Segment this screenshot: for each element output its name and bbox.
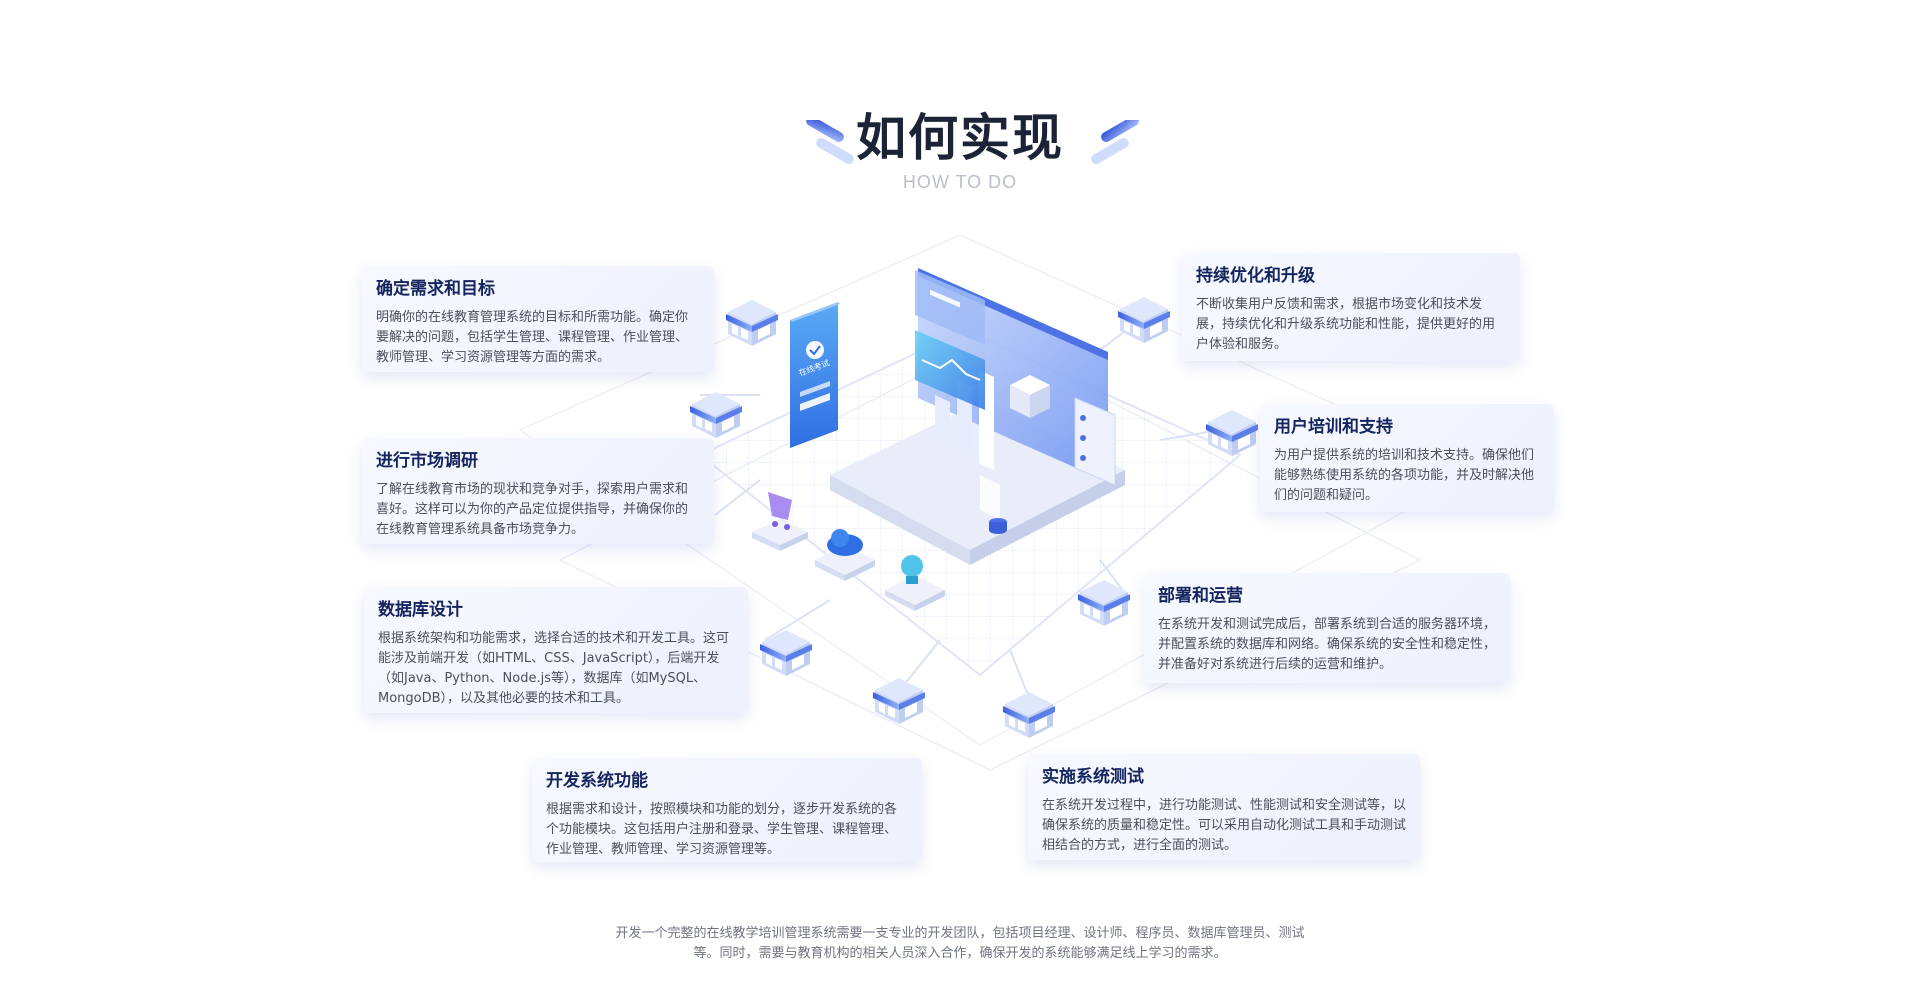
step-body: 不断收集用户反馈和需求，根据市场变化和技术发展，持续优化和升级系统功能和性能，提… [1196, 297, 1496, 352]
step-title: 持续优化和升级 [1196, 266, 1315, 286]
step-body: 根据系统架构和功能需求，选择合适的技术和开发工具。这可能涉及前端开发（如HTML… [378, 631, 730, 706]
footer-note: 开发一个完整的在线教学培训管理系统需要一支专业的开发团队，包括项目经理、设计师、… [615, 926, 1305, 961]
step-title: 实施系统测试 [1042, 767, 1144, 787]
step-card-optimize-upgrade: 持续优化和升级 不断收集用户反馈和需求，根据市场变化和技术发展，持续优化和升级系… [1182, 253, 1520, 361]
header: 如何实现 HOW TO DO [0, 108, 1920, 193]
step-body: 在系统开发和测试完成后，部署系统到合适的服务器环境，并配置系统的数据库和网络。确… [1158, 617, 1497, 672]
step-body: 了解在线教育市场的现状和竞争对手，探索用户需求和喜好。这样可以为你的产品定位提供… [376, 482, 689, 537]
page-subtitle: HOW TO DO [902, 172, 1018, 192]
left-slash-decoration [806, 120, 854, 164]
step-card-define-requirements: 确定需求和目标 明确你的在线教育管理系统的目标和所需功能。确定你要解决的问题，包… [362, 266, 714, 372]
page-title: 如何实现 [856, 109, 1064, 167]
step-title: 开发系统功能 [546, 771, 648, 791]
step-body: 明确你的在线教育管理系统的目标和所需功能。确定你要解决的问题，包括学生管理、课程… [376, 310, 689, 365]
right-slash-decoration [1091, 120, 1139, 164]
step-body: 为用户提供系统的培训和技术支持。确保他们能够熟练使用系统的各项功能，并及时解决他… [1274, 448, 1535, 503]
step-card-database-design: 数据库设计 根据系统架构和功能需求，选择合适的技术和开发工具。这可能涉及前端开发… [364, 587, 748, 713]
step-title: 确定需求和目标 [376, 279, 495, 299]
step-body: 根据需求和设计，按照模块和功能的划分，逐步开发系统的各个功能模块。这包括用户注册… [546, 802, 898, 857]
step-card-system-testing: 实施系统测试 在系统开发过程中，进行功能测试、性能测试和安全测试等，以确保系统的… [1028, 754, 1420, 860]
step-card-user-training: 用户培训和支持 为用户提供系统的培训和技术支持。确保他们能够熟练使用系统的各项功… [1260, 404, 1554, 512]
step-card-develop-functions: 开发系统功能 根据需求和设计，按照模块和功能的划分，逐步开发系统的各个功能模块。… [532, 758, 922, 862]
step-title: 数据库设计 [378, 600, 463, 620]
step-title: 用户培训和支持 [1274, 417, 1393, 437]
step-card-deploy-operate: 部署和运营 在系统开发和测试完成后，部署系统到合适的服务器环境，并配置系统的数据… [1144, 573, 1510, 683]
step-card-market-research: 进行市场调研 了解在线教育市场的现状和竞争对手，探索用户需求和喜好。这样可以为你… [362, 438, 714, 544]
step-body: 在系统开发过程中，进行功能测试、性能测试和安全测试等，以确保系统的质量和稳定性。… [1042, 798, 1407, 853]
step-title: 进行市场调研 [376, 451, 478, 471]
step-title: 部署和运营 [1158, 586, 1243, 606]
